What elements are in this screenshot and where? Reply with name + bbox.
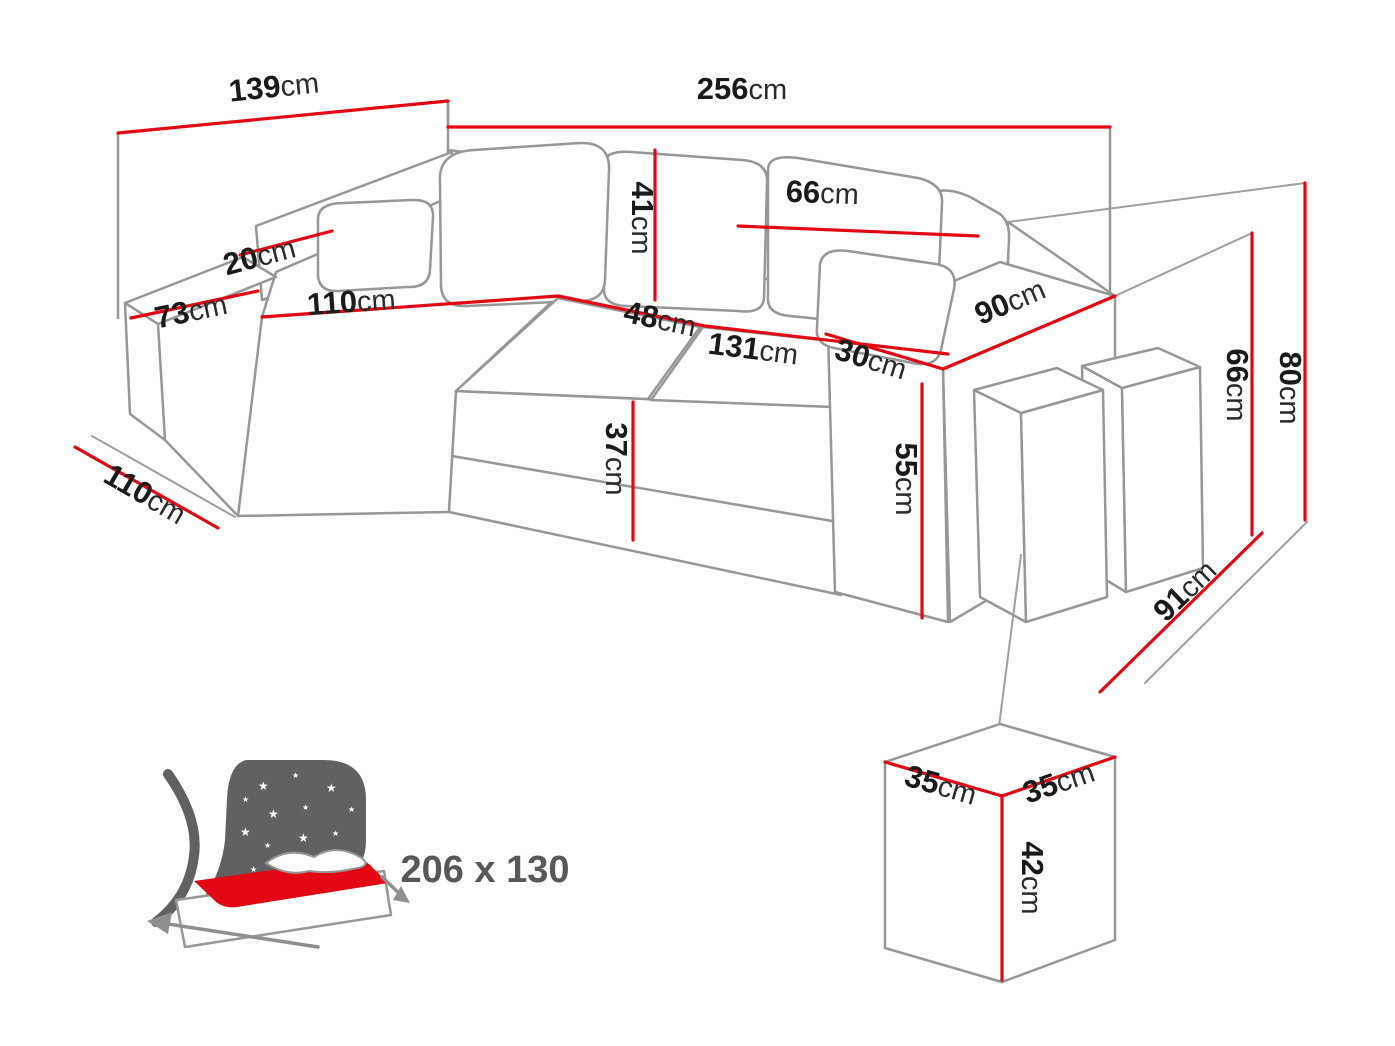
sofa-front-seam-line bbox=[450, 454, 840, 524]
star-icon: ★ bbox=[250, 865, 257, 874]
sofa-front-face bbox=[447, 389, 843, 597]
dim-unit: cm bbox=[186, 289, 230, 328]
dim-line-20 bbox=[238, 229, 334, 257]
dim-value: 55 bbox=[889, 442, 924, 476]
dim-label-42: 42cm bbox=[1015, 841, 1050, 914]
star-icon: ★ bbox=[298, 831, 309, 845]
dim-unit: cm bbox=[820, 178, 860, 211]
dim-value: 42 bbox=[1015, 841, 1050, 875]
height-total-connector-line bbox=[1007, 182, 1306, 223]
star-icon: ★ bbox=[268, 807, 279, 821]
pouf-front bbox=[972, 366, 1109, 624]
star-icon: ★ bbox=[242, 795, 249, 804]
dim-label-37: 37cm bbox=[599, 422, 634, 495]
star-icon: ★ bbox=[258, 779, 269, 793]
chaise-pillow bbox=[316, 198, 435, 293]
dim-value: 73 bbox=[151, 294, 192, 335]
dim-unit: cm bbox=[749, 74, 788, 106]
dim-label-110-seat: 110cm bbox=[306, 281, 397, 322]
dim-label-66-right: 66cm bbox=[1220, 348, 1255, 421]
bed-pillows bbox=[264, 849, 367, 874]
dim-line-66-cushion bbox=[736, 224, 980, 238]
dim-line-110-48-131 bbox=[260, 294, 950, 356]
pouf-back-right-face bbox=[1120, 365, 1205, 594]
dim-unit: cm bbox=[1220, 383, 1252, 422]
dim-unit: cm bbox=[625, 216, 657, 255]
dim-label-110-floor: 110cm bbox=[98, 457, 192, 532]
chaise-bottom-left-edge bbox=[163, 438, 240, 518]
sleeping-area-label: 206 x 130 bbox=[400, 849, 569, 891]
dim-label-48: 48cm bbox=[621, 294, 700, 343]
dim-line-90 bbox=[941, 294, 1117, 371]
star-icon: ★ bbox=[302, 803, 309, 812]
unfold-arrow-small-head-icon bbox=[393, 886, 410, 903]
dim-label-66-cushion: 66cm bbox=[785, 174, 859, 212]
pouf-back-top-face bbox=[1080, 346, 1202, 390]
dim-label-55: 55cm bbox=[889, 442, 924, 515]
dim-label-139: 139cm bbox=[227, 64, 321, 108]
dim-label-73: 73cm bbox=[151, 286, 230, 335]
back-cushion-1 bbox=[438, 141, 611, 308]
seat-cushion-left bbox=[454, 296, 702, 401]
dim-line-91 bbox=[1098, 531, 1264, 694]
pouf-detail-pointer-line bbox=[996, 554, 1022, 743]
pouf-front-top-face bbox=[972, 366, 1105, 415]
unfold-arrow-small-line bbox=[380, 875, 402, 896]
unfold-arrow-head-icon bbox=[147, 912, 172, 934]
dim-value: 37 bbox=[599, 422, 634, 456]
dim-unit: cm bbox=[1273, 386, 1305, 425]
dim-value: 139 bbox=[227, 68, 282, 108]
unfold-arrow-line bbox=[166, 922, 320, 949]
dim-label-256: 256cm bbox=[697, 71, 787, 106]
dim-unit: cm bbox=[889, 477, 921, 516]
floor-right-edge-line bbox=[1144, 521, 1308, 684]
dim-value: 48 bbox=[621, 294, 662, 335]
sofa-drawing bbox=[123, 141, 1205, 743]
sofa-back-right-top-edge bbox=[1006, 220, 1117, 298]
star-icon: ★ bbox=[332, 829, 339, 838]
pouf-detail: 35cm 35cm 42cm bbox=[883, 722, 1117, 984]
chaise-arm-side bbox=[123, 301, 167, 442]
star-icon: ★ bbox=[348, 805, 355, 814]
dim-value: 66 bbox=[1220, 348, 1255, 382]
dimension-lines bbox=[73, 99, 1307, 694]
pouf-front-left-face bbox=[972, 388, 1028, 624]
dim-label-80: 80cm bbox=[1273, 351, 1308, 424]
dim-value: 110 bbox=[306, 284, 358, 322]
dim-line-139 bbox=[116, 99, 450, 135]
dim-line-30 bbox=[824, 332, 945, 371]
height-armrest-connector-line bbox=[1114, 232, 1253, 297]
lumbar-pillow bbox=[815, 249, 956, 366]
dim-value: 131 bbox=[706, 326, 762, 367]
dim-value: 256 bbox=[697, 71, 749, 106]
star-icon: ★ bbox=[292, 771, 299, 780]
dim-value: 41 bbox=[625, 181, 660, 215]
dim-value: 66 bbox=[785, 174, 821, 210]
bed-function-icon: ★ ★ ★ ★ ★ ★ ★ ★ ★ ★ ★ ★ ★ ★ ★ ★ ★ ★ 206 … bbox=[147, 760, 570, 949]
dim-unit: cm bbox=[356, 284, 397, 319]
dim-line-110-floor bbox=[73, 445, 220, 530]
star-icon: ★ bbox=[240, 825, 251, 839]
dim-unit: cm bbox=[654, 304, 698, 343]
dim-label-20: 20cm bbox=[219, 229, 299, 282]
dim-unit: cm bbox=[1015, 876, 1047, 915]
back-cushion-2 bbox=[602, 150, 769, 313]
dim-value: 80 bbox=[1273, 351, 1308, 385]
star-icon: ★ bbox=[326, 781, 337, 795]
star-icon: ★ bbox=[264, 841, 271, 850]
pouf-front-right-face bbox=[1019, 388, 1109, 624]
dim-line-73 bbox=[129, 289, 260, 320]
floor-left-edge-line bbox=[91, 435, 236, 518]
dim-label-131: 131cm bbox=[706, 326, 800, 372]
dim-unit: cm bbox=[279, 67, 321, 103]
dim-unit: cm bbox=[599, 457, 631, 496]
headboard-curve bbox=[151, 769, 200, 927]
dim-label-41: 41cm bbox=[625, 181, 660, 254]
dim-unit: cm bbox=[758, 335, 800, 371]
